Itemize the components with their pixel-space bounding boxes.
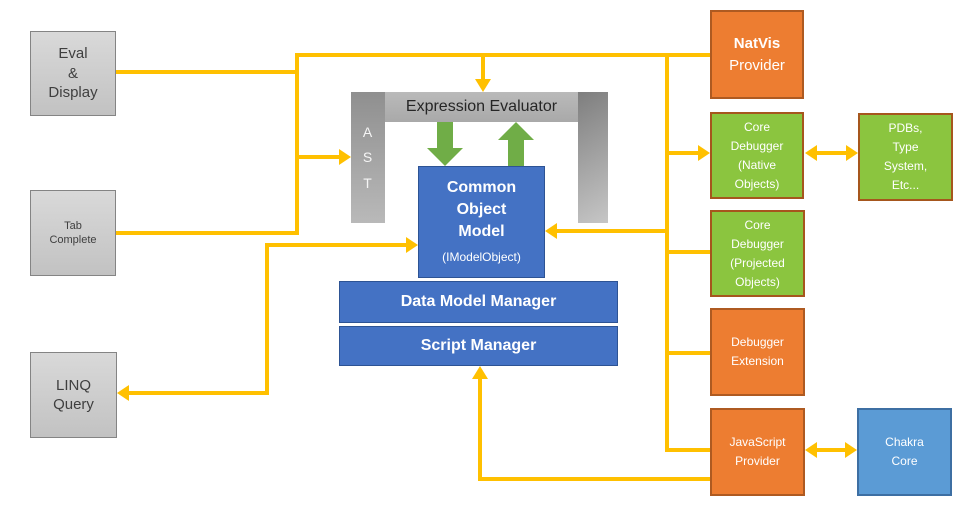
label-line: A	[362, 124, 374, 141]
connector-top-bus	[295, 53, 710, 57]
label-line: JavaScript	[729, 435, 786, 449]
label-line: Debugger	[731, 236, 784, 251]
connector-eval-display-to-junction	[116, 70, 299, 74]
connector-trunk-to-debugger-extension	[669, 351, 710, 355]
label-line: Core	[891, 454, 918, 468]
connector-trunk-to-core-projected	[669, 250, 710, 254]
arrow-junction-to-ast	[297, 155, 339, 159]
label-line: Core	[744, 217, 771, 232]
arrow-trunk-to-common-object-model	[557, 229, 669, 233]
arrowhead-to-expression-evaluator-icon	[475, 79, 491, 92]
connector-trunk-to-javascript-provider	[665, 448, 710, 452]
arrowhead-to-core-native-icon	[698, 145, 710, 161]
natvis-provider-box: NatVis Provider	[710, 10, 804, 99]
label-line: LINQ	[55, 376, 91, 394]
arrowhead-to-linq-query-icon	[117, 385, 129, 401]
label-line: Object	[456, 200, 507, 218]
arrow-trunk-to-core-native	[669, 151, 698, 155]
label-line: Objects)	[735, 274, 780, 289]
green-arrow-down-icon	[427, 148, 463, 166]
label-line: Complete	[49, 234, 97, 246]
data-model-manager-label: Data Model Manager	[400, 292, 557, 310]
label-line: Query	[53, 396, 94, 413]
connector-javascript-to-script-manager-horizontal	[478, 477, 710, 481]
green-arrow-down-shaft	[437, 122, 453, 149]
label-line: S	[362, 149, 374, 166]
arrowhead-pdbs-icon	[846, 145, 858, 161]
label-line: Model	[458, 222, 505, 240]
label-line: Chakra	[885, 435, 924, 449]
arrowhead-javascript-provider-icon	[805, 442, 817, 458]
label-line: Objects)	[734, 176, 780, 191]
imodelobject-label: (IModelObject)	[442, 249, 521, 264]
label-line: Core	[743, 119, 770, 134]
label-line: T	[363, 174, 373, 191]
label-line: Tab	[64, 219, 82, 232]
script-manager-label: Script Manager	[420, 336, 537, 354]
connector-linq-com-horizontal-top	[265, 243, 406, 247]
data-model-manager-box: Data Model Manager	[339, 281, 618, 323]
arrowhead-to-ast-icon	[339, 149, 351, 165]
label-line: Type	[892, 140, 919, 154]
connector-left-trunk	[295, 53, 299, 235]
label-line: Etc...	[891, 178, 920, 192]
connector-linq-com-horizontal-bottom	[129, 391, 269, 395]
label-line: Display	[48, 84, 98, 102]
label-line: PDBs,	[888, 121, 923, 135]
expression-evaluator-label: Expression Evaluator	[405, 97, 558, 115]
arrow-core-native-pdbs	[815, 151, 848, 155]
arrowhead-core-native-icon	[805, 145, 817, 161]
arrowhead-com-right-icon	[545, 223, 557, 239]
arrowhead-to-script-manager-icon	[472, 366, 488, 379]
natvis-label: NatVis	[733, 34, 781, 52]
connector-tab-complete-to-junction	[116, 231, 299, 235]
label-line: Eval	[58, 45, 88, 63]
arrowhead-to-common-object-model-icon	[406, 237, 418, 253]
label-line: Debugger	[731, 335, 784, 349]
connector-right-trunk	[665, 53, 669, 452]
label-line: &	[67, 64, 78, 82]
eval-display-box: Eval& Display	[30, 31, 116, 116]
script-manager-box: Script Manager	[339, 326, 618, 366]
linq-query-box: LINQ Query	[30, 352, 117, 438]
connector-javascript-to-script-manager-vertical	[478, 379, 482, 481]
arrow-top-bus-to-expression-evaluator	[481, 57, 485, 80]
arrowhead-chakra-core-icon	[845, 442, 857, 458]
connector-linq-com-vertical	[265, 243, 269, 395]
label-line: Extension	[731, 354, 784, 368]
label-line: Common	[446, 178, 517, 196]
natvis-provider-label: Provider	[729, 56, 785, 74]
label-line: (Projected	[730, 255, 785, 270]
label-line: Provider	[735, 454, 780, 468]
arrow-javascript-chakra	[815, 448, 847, 452]
green-arrow-up-icon	[498, 122, 534, 140]
green-arrow-up-shaft	[508, 139, 524, 166]
label-line: (Native	[737, 157, 776, 172]
expression-evaluator-bar: Expression Evaluator	[385, 92, 578, 122]
right-pillar	[578, 92, 608, 223]
label-line: System,	[883, 159, 928, 173]
label-line: Debugger	[730, 138, 784, 153]
